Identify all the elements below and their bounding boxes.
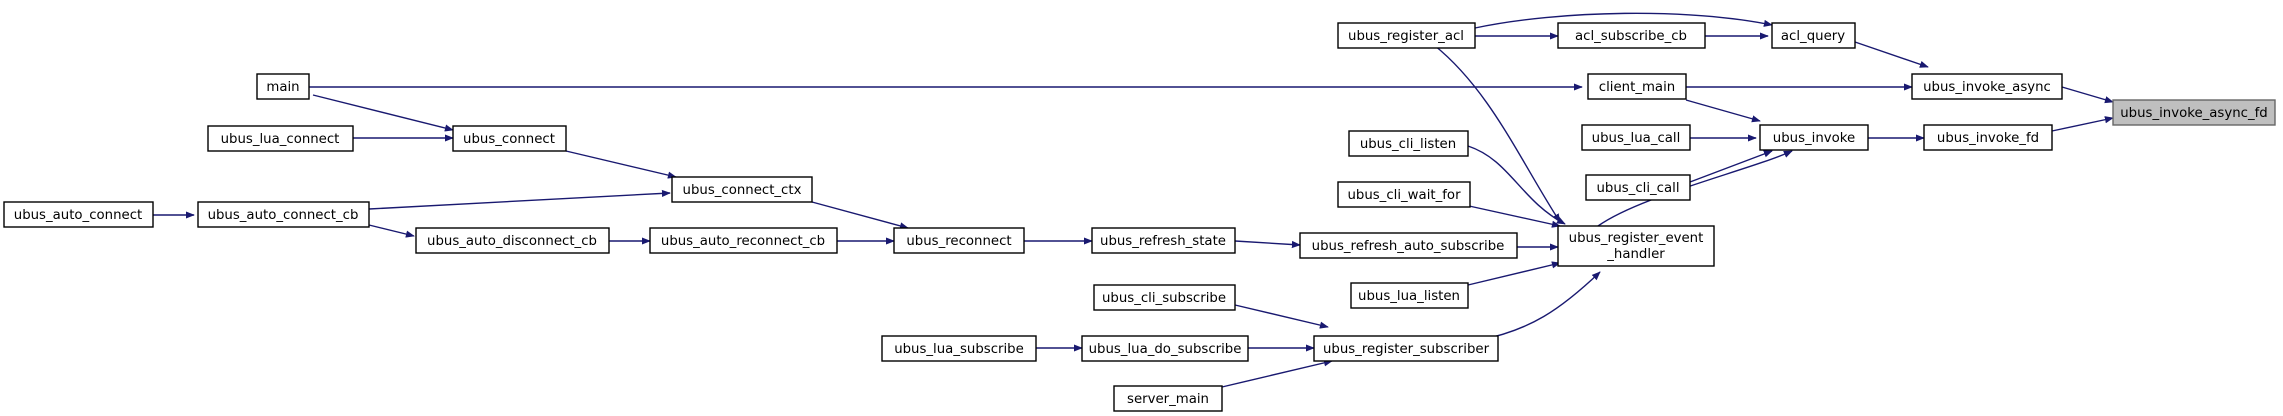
node-ubus-lua-listen[interactable]: ubus_lua_listen [1350,282,1469,309]
node-ubus-register-event-handler[interactable]: ubus_register_event _handler [1557,225,1715,267]
node-label: main [266,80,299,95]
node-label: ubus_invoke_async [1923,80,2051,95]
node-ubus-auto-connect-cb[interactable]: ubus_auto_connect_cb [197,201,370,228]
edge-register-acl-to-acl-query [1474,12,1773,29]
edge-event-handler-to-invoke [1597,150,1793,227]
node-label: ubus_auto_connect_cb [208,208,359,223]
node-label: ubus_lua_connect [221,132,340,147]
node-ubus-invoke-async[interactable]: ubus_invoke_async [1911,73,2063,100]
edge-auto-connect-cb-to-auto-disconnect-cb [368,224,415,238]
node-label: ubus_auto_connect [14,208,142,223]
node-label-line-1: ubus_register_event [1569,231,1704,246]
node-label: ubus_cli_call [1596,181,1679,196]
node-ubus-lua-call[interactable]: ubus_lua_call [1581,124,1691,151]
edge-cli-wait-for-to-event-handler [1459,203,1561,228]
node-ubus-refresh-auto-subscribe[interactable]: ubus_refresh_auto_subscribe [1299,232,1518,259]
node-main[interactable]: main [256,73,310,100]
node-ubus-register-acl[interactable]: ubus_register_acl [1337,22,1476,49]
edge-main-to-connect [312,94,454,132]
edge-server-main-to-register-subscriber [1221,359,1333,388]
edge-client-main-to-invoke [1685,99,1761,123]
edge-lua-listen-to-event-handler [1467,261,1561,286]
node-label: ubus_lua_do_subscribe [1089,342,1242,357]
edge-register-acl-to-event-handler [1433,44,1561,223]
node-label: ubus_register_subscriber [1323,342,1490,357]
edge-connect-to-connect-ctx [565,150,677,179]
node-ubus-cli-wait-for[interactable]: ubus_cli_wait_for [1337,181,1471,208]
edge-acl-query-to-invoke-async [1854,41,1929,68]
edge-refresh-state-to-refresh-auto-subscribe [1234,240,1301,249]
node-ubus-auto-connect[interactable]: ubus_auto_connect [3,201,154,228]
node-ubus-lua-do-subscribe[interactable]: ubus_lua_do_subscribe [1081,335,1249,362]
node-label: client_main [1599,80,1675,95]
node-acl-query[interactable]: acl_query [1771,22,1856,49]
edge-cli-subscribe-to-register-subscriber [1234,304,1329,329]
edge-cli-call-to-invoke [1689,150,1773,183]
node-label: ubus_reconnect [906,234,1011,249]
node-ubus-reconnect[interactable]: ubus_reconnect [893,227,1025,254]
edge-register-subscriber-to-event-handler [1479,271,1601,341]
node-label: ubus_invoke [1773,131,1855,146]
nodes: ubus_invoke_async_fd ubus_invoke_async u… [3,22,2276,412]
node-ubus-refresh-state[interactable]: ubus_refresh_state [1091,227,1236,254]
node-label: ubus_refresh_state [1100,234,1226,249]
node-ubus-invoke[interactable]: ubus_invoke [1759,124,1869,151]
node-ubus-invoke-fd[interactable]: ubus_invoke_fd [1923,124,2053,151]
edge-auto-connect-cb-to-connect-ctx [368,189,671,210]
node-label: ubus_invoke_fd [1937,131,2039,146]
edge-invoke-async-to-async-fd [2061,86,2114,104]
node-label: acl_query [1781,29,1845,44]
node-label: ubus_register_acl [1348,29,1464,44]
node-label: ubus_invoke_async_fd [2120,106,2268,121]
node-label: acl_subscribe_cb [1575,29,1687,44]
edge-cli-listen-to-event-handler [1467,145,1566,225]
node-ubus-invoke-async-fd[interactable]: ubus_invoke_async_fd [2112,99,2276,126]
node-label: ubus_cli_wait_for [1347,188,1461,203]
node-label: ubus_auto_reconnect_cb [661,234,825,249]
node-label: ubus_auto_disconnect_cb [427,234,597,249]
node-ubus-connect[interactable]: ubus_connect [452,125,567,152]
node-label-line-2: _handler [1606,247,1665,262]
node-acl-subscribe-cb[interactable]: acl_subscribe_cb [1557,22,1706,49]
node-label: ubus_lua_subscribe [894,342,1024,357]
node-server-main[interactable]: server_main [1113,385,1223,412]
node-ubus-connect-ctx[interactable]: ubus_connect_ctx [671,176,813,203]
node-ubus-register-subscriber[interactable]: ubus_register_subscriber [1313,335,1499,362]
edge-connect-ctx-to-reconnect [811,201,909,230]
node-ubus-lua-subscribe[interactable]: ubus_lua_subscribe [881,335,1037,362]
node-label: ubus_connect [463,132,555,147]
node-ubus-cli-subscribe[interactable]: ubus_cli_subscribe [1093,284,1236,311]
node-ubus-cli-call[interactable]: ubus_cli_call [1585,174,1691,201]
node-label: ubus_cli_subscribe [1102,291,1226,306]
node-label: server_main [1127,392,1209,407]
node-label: ubus_refresh_auto_subscribe [1312,239,1505,254]
node-ubus-lua-connect[interactable]: ubus_lua_connect [207,125,354,152]
node-label: ubus_cli_listen [1360,137,1456,152]
node-ubus-auto-disconnect-cb[interactable]: ubus_auto_disconnect_cb [415,227,610,254]
edges [153,12,2114,388]
edge-invoke-fd-to-async-fd [2051,116,2114,132]
node-client-main[interactable]: client_main [1587,73,1687,100]
node-label: ubus_lua_listen [1358,289,1460,304]
node-label: ubus_lua_call [1592,131,1681,146]
node-label: ubus_connect_ctx [683,183,802,198]
node-ubus-cli-listen[interactable]: ubus_cli_listen [1348,130,1469,157]
node-ubus-auto-reconnect-cb[interactable]: ubus_auto_reconnect_cb [649,227,838,254]
